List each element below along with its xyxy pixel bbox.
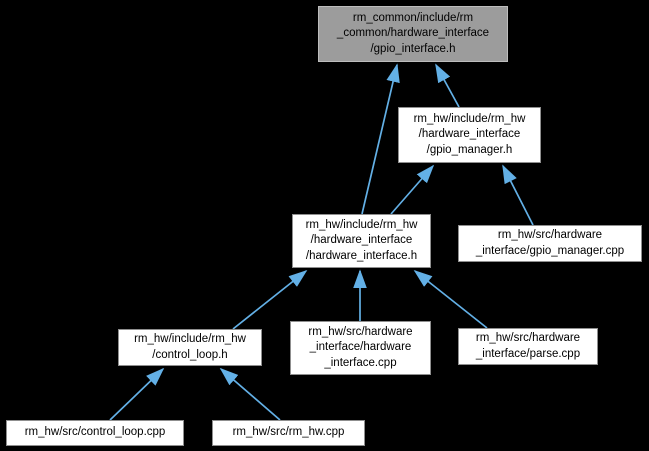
node-control-loop-h[interactable]: rm_hw/include/rm_hw /control_loop.h — [118, 329, 262, 366]
node-gpio-interface-h[interactable]: rm_common/include/rm _common/hardware_in… — [318, 6, 508, 62]
edge-control-loop-cpp-to-control-loop-h — [109, 367, 165, 421]
edge-parse-cpp-to-hardware-interface-h — [413, 269, 488, 329]
edge-hardware-interface-h-to-gpio-manager-h — [390, 164, 435, 215]
edge-gpio-manager-cpp-to-gpio-manager-h — [502, 164, 534, 226]
node-hardware-interface-h[interactable]: rm_hw/include/rm_hw /hardware_interface … — [292, 214, 431, 268]
node-control-loop-cpp[interactable]: rm_hw/src/control_loop.cpp — [6, 420, 184, 446]
node-gpio-manager-h[interactable]: rm_hw/include/rm_hw /hardware_interface … — [398, 107, 541, 163]
node-gpio-manager-cpp[interactable]: rm_hw/src/hardware _interface/gpio_manag… — [458, 225, 642, 262]
node-parse-cpp[interactable]: rm_hw/src/hardware _interface/parse.cpp — [458, 328, 598, 365]
node-rm-hw-cpp[interactable]: rm_hw/src/rm_hw.cpp — [212, 420, 365, 446]
edge-hardware-interface-h-to-gpio-interface-h — [361, 63, 400, 215]
edge-gpio-manager-h-to-gpio-interface-h — [435, 63, 460, 108]
edge-rm-hw-cpp-to-control-loop-h — [219, 367, 281, 421]
node-hardware-interface-cpp[interactable]: rm_hw/src/hardware _interface/hardware _… — [290, 321, 431, 375]
